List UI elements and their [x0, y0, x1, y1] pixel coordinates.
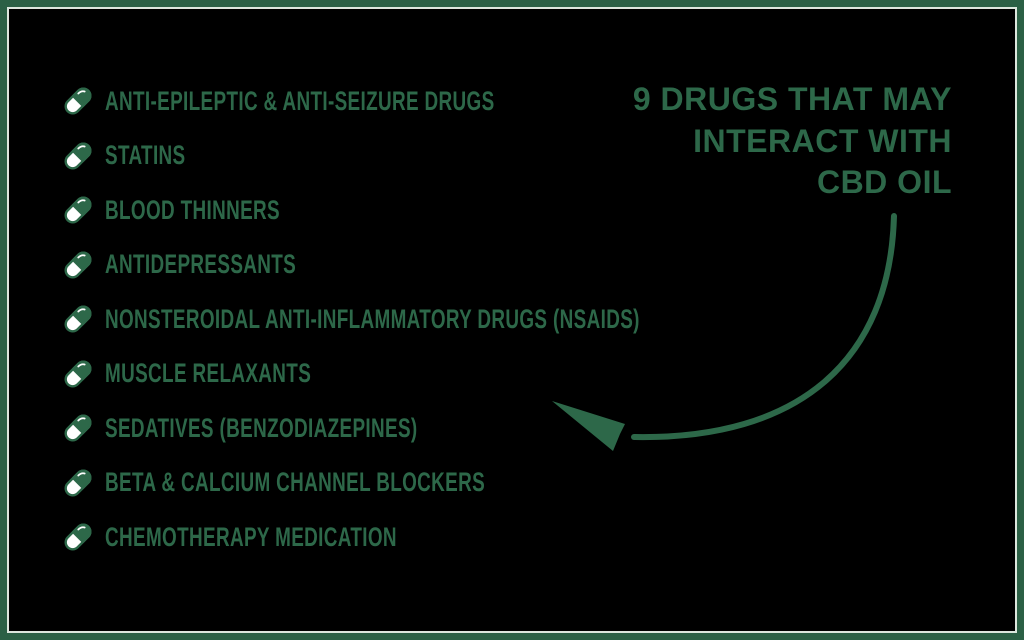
drug-label: STATINS [105, 140, 186, 170]
drug-label: CHEMOTHERAPY MEDICATION [105, 521, 397, 552]
pill-icon [64, 305, 92, 333]
pill-icon [64, 468, 92, 497]
drug-label: ANTI-EPILEPTIC & ANTI-SEIZURE DRUGS [105, 85, 495, 116]
list-item: MUSCLE RELAXANTS [62, 358, 869, 390]
pill-icon [64, 141, 92, 170]
drug-label: BLOOD THINNERS [105, 194, 280, 225]
title-line-3: CBD OIL [816, 164, 952, 200]
pill-icon [64, 250, 92, 279]
pill-icon [64, 359, 92, 388]
title-line-1: 9 DRUGS THAT MAY [632, 81, 952, 117]
page-title: 9 DRUGS THAT MAY INTERACT WITH CBD OIL [633, 79, 952, 204]
drug-label: NONSTEROIDAL ANTI-INFLAMMATORY DRUGS (NS… [105, 303, 640, 334]
list-item: BETA & CALCIUM CHANNEL BLOCKERS [62, 467, 869, 499]
drug-list: ANTI-EPILEPTIC & ANTI-SEIZURE DRUGS STAT… [62, 85, 869, 553]
list-item: CHEMOTHERAPY MEDICATION [62, 521, 869, 553]
list-item: NONSTEROIDAL ANTI-INFLAMMATORY DRUGS (NS… [62, 303, 869, 335]
drug-label: SEDATIVES (BENZODIAZEPINES) [105, 412, 418, 443]
drug-label: BETA & CALCIUM CHANNEL BLOCKERS [105, 467, 486, 497]
pill-icon [64, 87, 92, 115]
pill-icon [64, 414, 92, 442]
drug-label: ANTIDEPRESSANTS [105, 249, 297, 279]
list-item: ANTIDEPRESSANTS [62, 249, 869, 281]
list-item: STATINS [62, 140, 869, 172]
title-line-2: INTERACT WITH [693, 122, 952, 159]
list-item: SEDATIVES (BENZODIAZEPINES) [62, 412, 869, 444]
list-item: ANTI-EPILEPTIC & ANTI-SEIZURE DRUGS [62, 85, 869, 117]
pill-icon [64, 196, 92, 224]
pill-icon [64, 523, 92, 551]
drug-label: MUSCLE RELAXANTS [105, 358, 312, 388]
list-item: BLOOD THINNERS [62, 194, 869, 226]
